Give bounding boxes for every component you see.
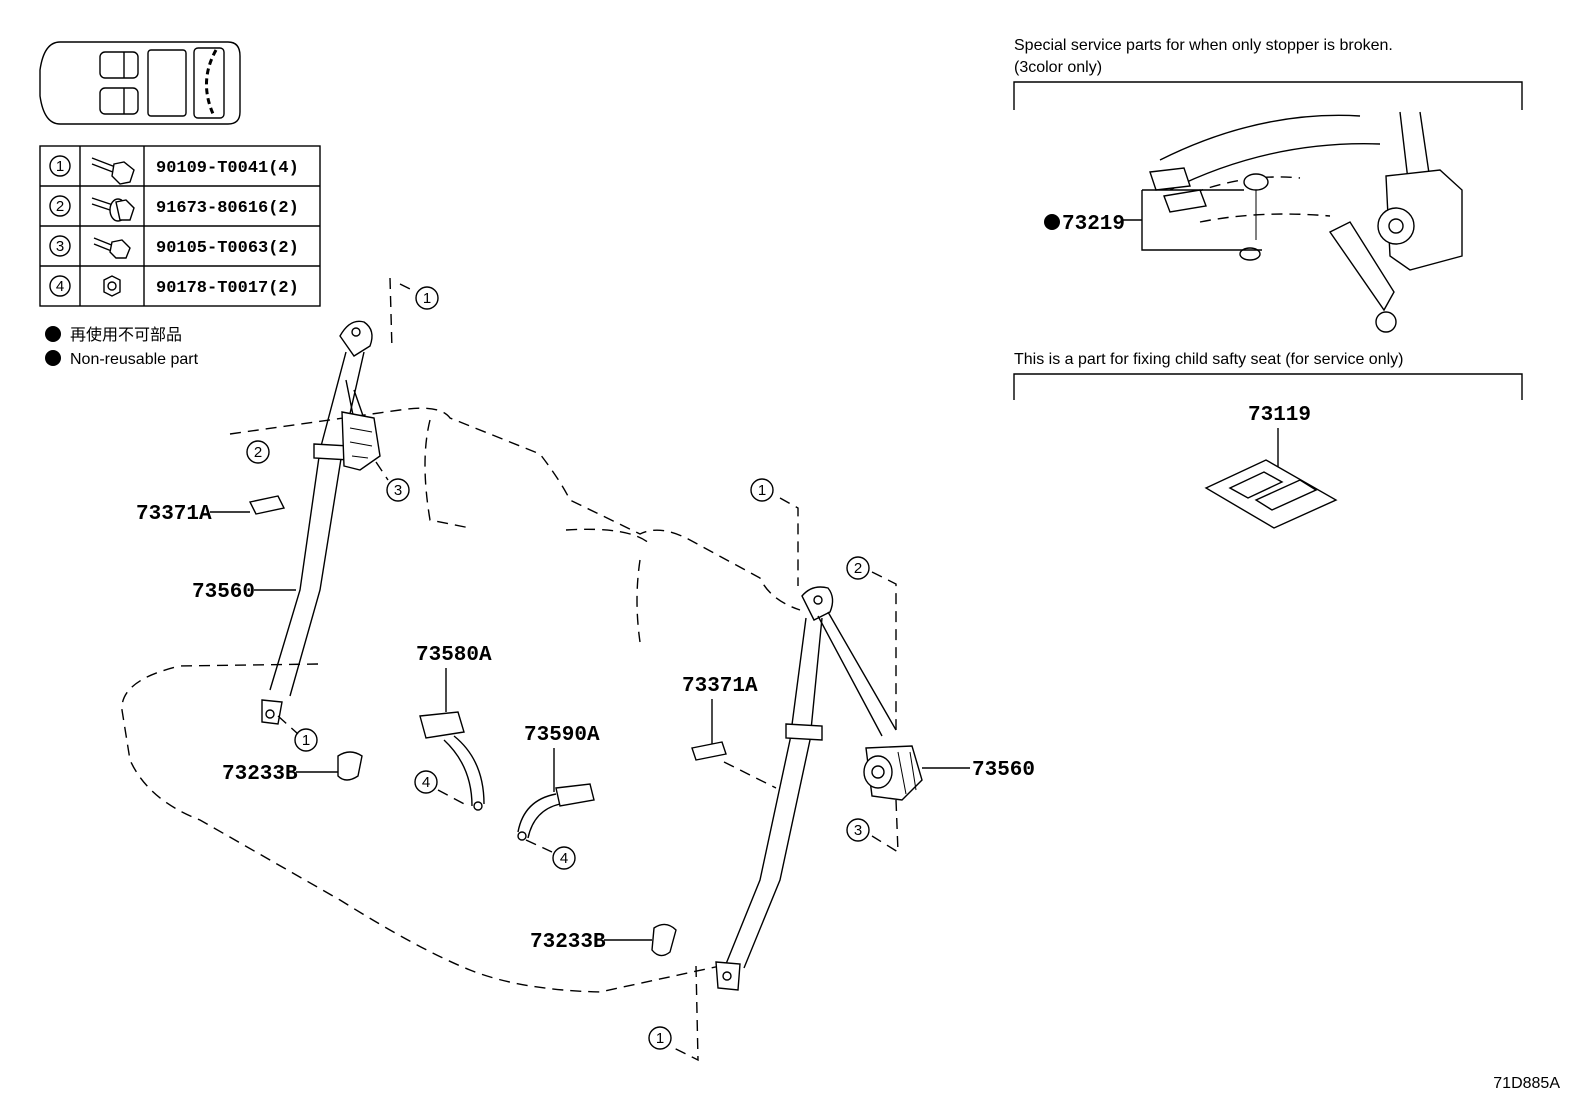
- callout-label: 1: [656, 1030, 664, 1047]
- bolt-ref: 4: [56, 278, 64, 295]
- child-seat-note-text: This is a part for fixing child safty se…: [1014, 351, 1403, 368]
- callout-label: 3: [394, 482, 402, 499]
- callout-2: [846, 556, 870, 580]
- part-label-73219: 73219: [1062, 213, 1125, 236]
- non-reusable-dot-icon: [45, 350, 61, 366]
- callout-4: [552, 846, 576, 870]
- bolt-part-number: 90105-T0063(2): [156, 239, 299, 258]
- callout-1: [750, 478, 774, 502]
- vehicle-locator-icon: [39, 41, 241, 125]
- rear-seat-outline: [121, 407, 801, 993]
- callout-circle: [49, 275, 71, 297]
- service-note-line1: Special service parts for when only stop…: [1014, 37, 1393, 54]
- callout-circle: [49, 195, 71, 217]
- bolt-table-row-1: 1 90109-T0041(4): [49, 155, 299, 185]
- bolt-table-row-2: 2 91673-80616(2): [49, 195, 299, 222]
- bolt-ref: 3: [56, 238, 64, 255]
- bolt-table-row-3: 3 90105-T0063(2): [49, 235, 299, 259]
- callout-label: 2: [254, 444, 262, 461]
- figure-code: 71D885A: [1493, 1075, 1560, 1092]
- nut-icon: [103, 275, 121, 297]
- part-label-73119: 73119: [1248, 404, 1311, 427]
- buckle-assembly-73580A: 73580A 4: [414, 644, 492, 811]
- callout-label: 2: [854, 560, 862, 577]
- callout-label: 1: [423, 290, 431, 307]
- child-seat-note: This is a part for fixing child safty se…: [1013, 351, 1523, 529]
- left-seat-belt-assembly: [261, 277, 393, 735]
- legend: 再使用不可部品 Non-reusable part: [45, 326, 199, 368]
- part-label-73233B: 73233B: [222, 763, 298, 786]
- non-reusable-dot-icon: [45, 326, 61, 342]
- right-belt-stopper-button: 73371A: [682, 675, 758, 761]
- callout-circle: [49, 155, 71, 177]
- right-anchor-cover: 73233B: [530, 923, 677, 957]
- callout-1: [648, 1026, 672, 1050]
- bolt-part-number: 91673-80616(2): [156, 199, 299, 218]
- part-label-73560: 73560: [972, 759, 1035, 782]
- bolt-icon: [91, 157, 135, 185]
- part-label-73590A: 73590A: [524, 724, 600, 747]
- left-callouts: 1 2 3 1: [246, 283, 439, 752]
- left-anchor-cover: 73233B: [222, 751, 363, 786]
- bolt-ref: 2: [56, 198, 64, 215]
- callout-circle: [49, 235, 71, 257]
- bolt-part-number: 90178-T0017(2): [156, 279, 299, 298]
- callout-1: [415, 286, 439, 310]
- left-belt-label: 73560: [192, 581, 296, 604]
- bolt-table: 1 90109-T0041(4) 2 91673-80616(2) 3: [39, 145, 321, 307]
- child-seat-anchor-plate: [1204, 459, 1338, 529]
- stopper-service-note: Special service parts for when only stop…: [1013, 37, 1523, 333]
- bolt-icon: [93, 237, 131, 259]
- callout-label: 4: [560, 850, 568, 867]
- left-belt-stopper-button: 73371A: [136, 495, 286, 526]
- legend-non-reusable-jp: 再使用不可部品: [70, 326, 182, 344]
- service-note-line2: (3color only): [1014, 59, 1102, 76]
- flange-bolt-icon: [91, 197, 135, 222]
- bolt-table-row-4: 4 90178-T0017(2): [49, 275, 299, 298]
- callout-2: [246, 440, 270, 464]
- callout-label: 1: [758, 482, 766, 499]
- part-label-73233B: 73233B: [530, 931, 606, 954]
- part-label-73371A: 73371A: [682, 675, 758, 698]
- right-retractor-label: 73560: [922, 759, 1035, 782]
- right-callouts: 1 2 3 1: [648, 478, 870, 1050]
- callout-3: [846, 818, 870, 842]
- callout-label: 1: [302, 732, 310, 749]
- bolt-ref: 1: [56, 158, 64, 175]
- part-label-73560: 73560: [192, 581, 255, 604]
- callout-label: 4: [422, 774, 430, 791]
- buckle-assembly-73590A: 73590A 4: [517, 724, 600, 870]
- callout-label: 3: [854, 822, 862, 839]
- part-label-73371A: 73371A: [136, 503, 212, 526]
- callout-1: [294, 728, 318, 752]
- legend-non-reusable-en: Non-reusable part: [70, 351, 199, 368]
- bolt-part-number: 90109-T0041(4): [156, 159, 299, 178]
- part-label-73580A: 73580A: [416, 644, 492, 667]
- callout-3: [386, 478, 410, 502]
- non-reusable-dot-icon: [1044, 214, 1060, 230]
- right-seat-belt-assembly: [669, 497, 923, 1062]
- callout-4: [414, 770, 438, 794]
